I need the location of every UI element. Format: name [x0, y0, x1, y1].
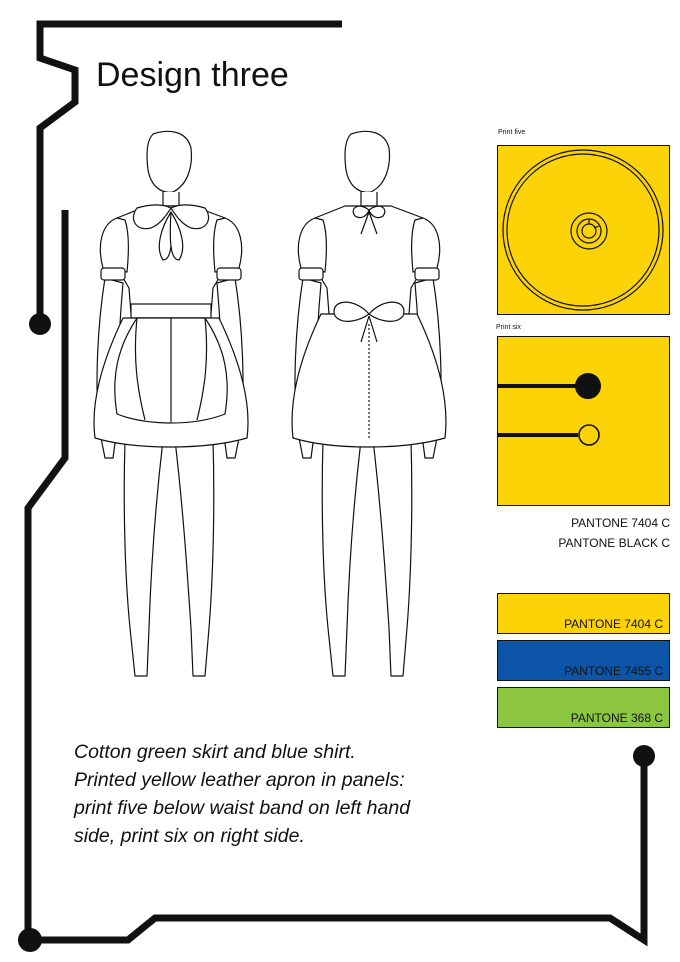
circuit-nodes-icon [498, 373, 601, 446]
page-title: Design three [96, 56, 289, 94]
swatch-blue: PANTONE 7455 C [497, 640, 670, 681]
description-line: Printed yellow leather apron in panels: [74, 769, 405, 791]
print-six-swatch [497, 336, 670, 506]
swatch-yellow-label: PANTONE 7404 C [564, 617, 663, 631]
dress-back-flat-icon [291, 130, 447, 677]
print-pantone-black: PANTONE BLACK C [558, 536, 670, 550]
circuit-node-left-upper [29, 313, 51, 335]
design-description: Cotton green skirt and blue shirt. Print… [74, 738, 494, 850]
description-line: print five below waist band on left hand [74, 797, 411, 819]
circuit-node-bottom-left [18, 928, 42, 952]
print-six-label: Print six [496, 324, 521, 331]
description-line: Cotton green skirt and blue shirt. [74, 741, 356, 763]
description-line: side, print six on right side. [74, 825, 305, 847]
swatch-green: PANTONE 368 C [497, 687, 670, 728]
swatch-blue-label: PANTONE 7455 C [564, 664, 663, 678]
print-pantone-yellow: PANTONE 7404 C [571, 516, 670, 530]
swatch-yellow: PANTONE 7404 C [497, 593, 670, 634]
dress-front-flat-icon [93, 130, 249, 677]
circuit-node-right [633, 745, 655, 767]
print-five-label: Print five [498, 129, 526, 136]
concentric-circles-icon [502, 149, 664, 311]
swatch-green-label: PANTONE 368 C [570, 711, 663, 725]
print-five-swatch [497, 145, 670, 315]
